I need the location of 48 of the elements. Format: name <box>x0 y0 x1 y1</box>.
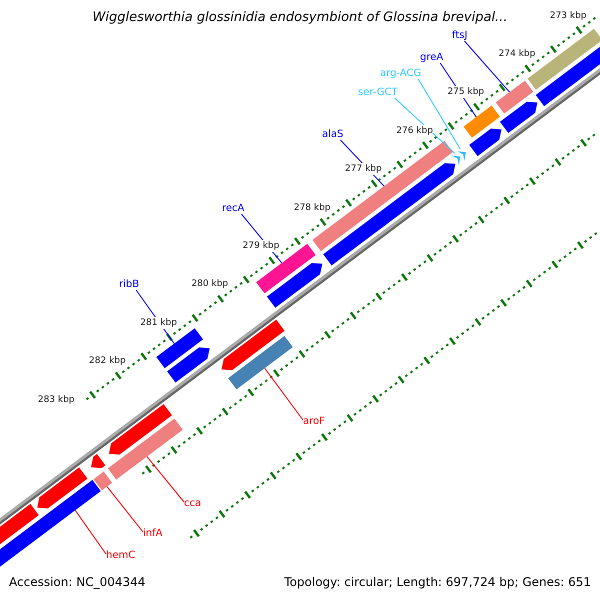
gene-label: arg-ACG <box>380 68 422 80</box>
leader-line <box>418 78 461 150</box>
gene-label: alaS <box>322 129 344 141</box>
gene-feature <box>91 454 106 468</box>
gene-feature <box>469 128 502 156</box>
gene-feature <box>156 328 204 368</box>
footer-text: Topology: circular; Length: 697,724 bp; Genes: 651 <box>284 575 591 589</box>
gene-label: ser-GCT <box>358 87 398 99</box>
scale-label: 279 kbp <box>242 240 280 252</box>
gene-label: infA <box>143 528 162 540</box>
gene-label: hemC <box>106 550 136 562</box>
gene-feature <box>167 347 210 383</box>
scale-label: 281 kbp <box>140 316 177 329</box>
gene-label: ftsJ <box>452 30 468 42</box>
gene-feature <box>37 467 88 508</box>
gene-feature <box>222 320 285 370</box>
leader-line <box>394 98 456 154</box>
leader-line <box>74 510 106 554</box>
leader-line <box>264 368 304 420</box>
leader-line <box>106 486 144 532</box>
scale-label: 278 kbp <box>294 202 331 214</box>
map-title: Wigglesworthia glossinidia endosymbiont of Glossina brevipal... <box>92 10 508 25</box>
scale-label: 273 kbp <box>550 10 587 22</box>
scale-label: 282 kbp <box>89 355 126 368</box>
scale-label: 277 kbp <box>345 163 382 176</box>
gene-feature <box>312 140 453 252</box>
leader-line <box>146 456 184 502</box>
trna-feature <box>457 151 466 161</box>
leader-line <box>464 40 510 93</box>
gene-label: recA <box>222 203 244 215</box>
gene-feature <box>496 80 534 114</box>
gene-label: ribB <box>119 279 140 291</box>
scale-label: 274 kbp <box>498 48 536 60</box>
gene-feature <box>108 404 172 455</box>
gene-feature <box>108 418 183 480</box>
scale-label: 283 kbp <box>38 394 75 406</box>
gene-feature <box>500 102 538 133</box>
gene-feature <box>266 263 322 308</box>
gene-label: cca <box>184 498 202 510</box>
gene-label: aroF <box>303 416 325 428</box>
scale-label: 276 kbp <box>396 124 433 137</box>
gene-label: greA <box>420 52 444 64</box>
gene-feature <box>464 106 500 138</box>
gene-feature <box>94 472 112 490</box>
scale-label: 280 kbp <box>191 278 228 290</box>
footer-text: Accession: NC_004344 <box>9 575 146 589</box>
gene-feature <box>228 336 293 390</box>
scale-label: 275 kbp <box>447 86 484 98</box>
